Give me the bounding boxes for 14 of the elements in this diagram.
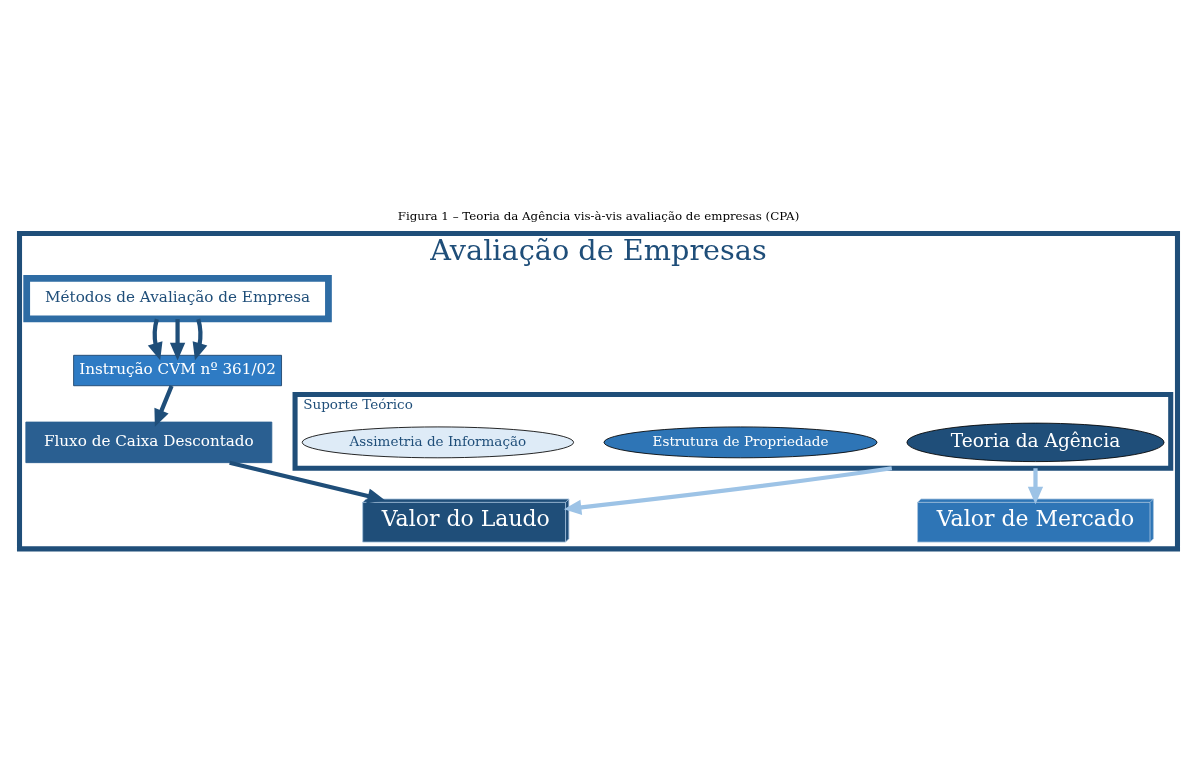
arrow [1027, 468, 1044, 505]
node-ellipse: Teoria da Agência [906, 422, 1165, 462]
caption: Figura 1 – Teoria da Agência vis-à-vis avaliação de empresas (CPA) [397, 209, 800, 224]
arrow [154, 385, 174, 427]
node-ellipse: Estrutura de Propriedade [603, 426, 878, 459]
arrow [147, 318, 163, 361]
node-ellipse: Assimetria de Informação [301, 426, 574, 459]
arrow [229, 460, 385, 504]
arrow [563, 466, 893, 516]
arrow [192, 318, 208, 361]
arrow [169, 319, 186, 361]
node-box: Métodos de Avaliação de Empresa [23, 275, 332, 323]
node-box: Fluxo de Caixa Descontado [25, 421, 273, 464]
node-box: Instrução CVM nº 361/02 [73, 354, 282, 387]
